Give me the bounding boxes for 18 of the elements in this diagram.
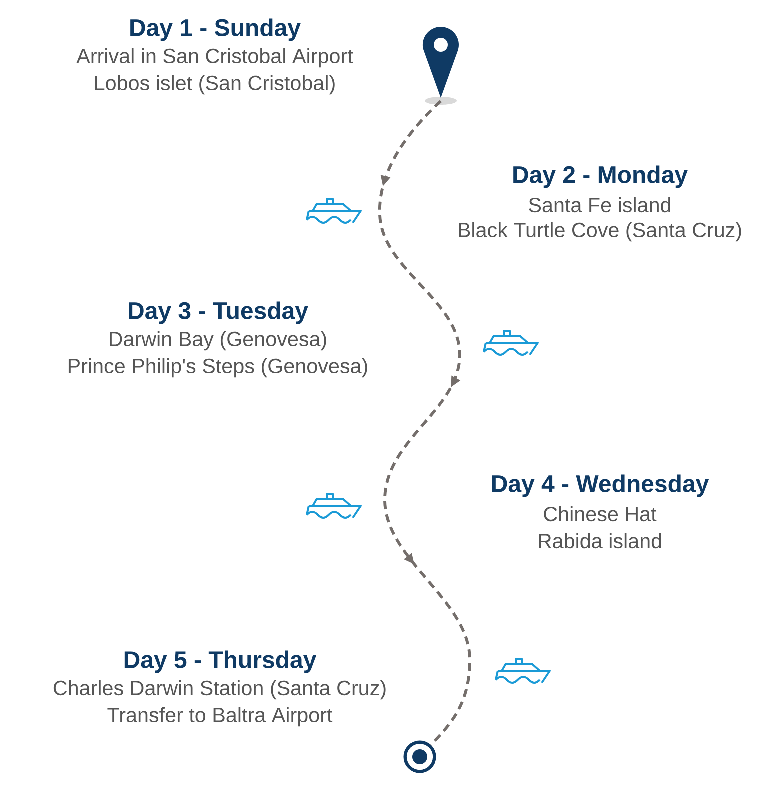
end-marker (404, 740, 436, 774)
stop-text: Black Turtle Cove (Santa Cruz) (459, 222, 742, 242)
stop-text: Arrival in San Cristobal Airport (76, 48, 354, 68)
stop-text: Lobos islet (San Cristobal) (96, 75, 335, 95)
day-heading: Day 5 - Thursday (124, 650, 317, 674)
day-heading: Day 4 - Wednesday (492, 474, 710, 498)
day-heading: Day 3 - Tuesday (129, 302, 308, 324)
day-heading: Day 1 - Sunday (130, 18, 301, 42)
stop-text: Chinese Hat (544, 506, 657, 522)
stop-text: Darwin Bay (Genovesa) (110, 331, 326, 351)
stop-text: Charles Darwin Station (Santa Cruz) (54, 680, 386, 700)
stop-text: Santa Fe island (529, 197, 670, 213)
stop-text: Prince Philip's Steps (Genovesa) (68, 358, 368, 378)
day-heading: Day 2 - Monday (514, 166, 688, 188)
location-pin (423, 27, 459, 105)
stop-text: Transfer to Baltra Airport (108, 707, 333, 727)
stop-text: Rabida island (539, 533, 662, 549)
dashed-route (378, 100, 472, 746)
